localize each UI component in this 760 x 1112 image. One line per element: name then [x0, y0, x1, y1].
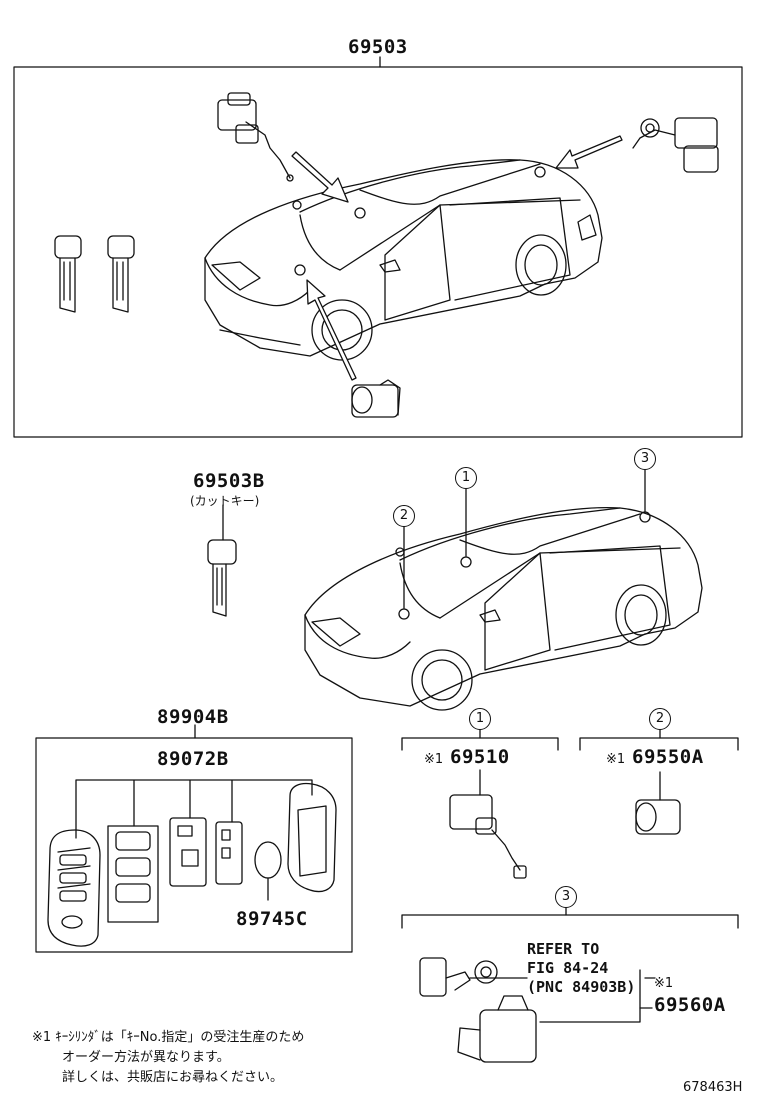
part-number-89745c: 89745C: [236, 908, 308, 930]
marker-2-detail: 2: [649, 708, 671, 730]
cut-key: [207, 539, 237, 617]
figure-id: 678463H: [683, 1080, 743, 1095]
button-pad: [107, 825, 159, 923]
bracket-2: [579, 737, 739, 751]
cylinder-2-part: [635, 771, 681, 835]
asterisk-mark-1: ※1: [424, 752, 444, 767]
marker-1-detail: 1: [469, 708, 491, 730]
footnote-line-1: ※1 ｷｰｼﾘﾝﾀﾞは「ｷｰNo.指定」の受注生産のため: [32, 1030, 305, 1045]
footnote-line-2: オーダー方法が異なります。: [62, 1050, 230, 1065]
key-blade-1: [54, 235, 82, 313]
smart-key-fob: [47, 829, 101, 947]
reference-line-2: FIG 84-24: [527, 959, 609, 977]
part-number-89904b: 89904B: [157, 706, 229, 728]
ignition-cylinder-top: [351, 379, 401, 418]
asterisk-mark-2: ※1: [606, 752, 626, 767]
arrow-2: [306, 279, 357, 381]
fob-case: [287, 782, 337, 893]
marker-1: 1: [455, 467, 477, 489]
remote-box: [35, 737, 353, 953]
part-number-69503b: 69503B: [193, 470, 265, 492]
marker-3-detail: 3: [555, 886, 577, 908]
inner-case: [215, 821, 243, 885]
part-number-69550a: 69550A: [632, 746, 704, 768]
circuit-board: [169, 817, 207, 887]
marker-3: 3: [634, 448, 656, 470]
leader-tree: [75, 779, 313, 839]
battery-cell: [254, 841, 282, 901]
footnote-line-3: 詳しくは、共販店にお尋ねください。: [62, 1070, 284, 1085]
cylinder-3-part: [419, 957, 656, 1063]
door-cylinder-top: [217, 92, 294, 182]
part-number-69560a: 69560A: [654, 994, 726, 1016]
cylinder-1-part: [449, 769, 527, 879]
trunk-cylinder-top: [632, 117, 719, 173]
reference-line-3: (PNC 84903B): [527, 978, 636, 996]
part-number-89072b: 89072B: [157, 748, 229, 770]
asterisk-mark-3: ※1: [654, 976, 674, 991]
arrow-1: [291, 151, 349, 203]
car-illustration-bottom: [304, 506, 703, 711]
assembly-box: [13, 66, 743, 438]
part-number-69510: 69510: [450, 746, 510, 768]
cut-key-note: (カットキー): [190, 494, 260, 508]
part-number-69503: 69503: [348, 36, 408, 58]
bracket-3: [401, 914, 739, 929]
arrow-3: [555, 135, 623, 169]
key-blade-2: [107, 235, 135, 313]
car-illustration-top: [204, 159, 603, 361]
reference-line-1: REFER TO: [527, 940, 600, 958]
marker-2: 2: [393, 505, 415, 527]
